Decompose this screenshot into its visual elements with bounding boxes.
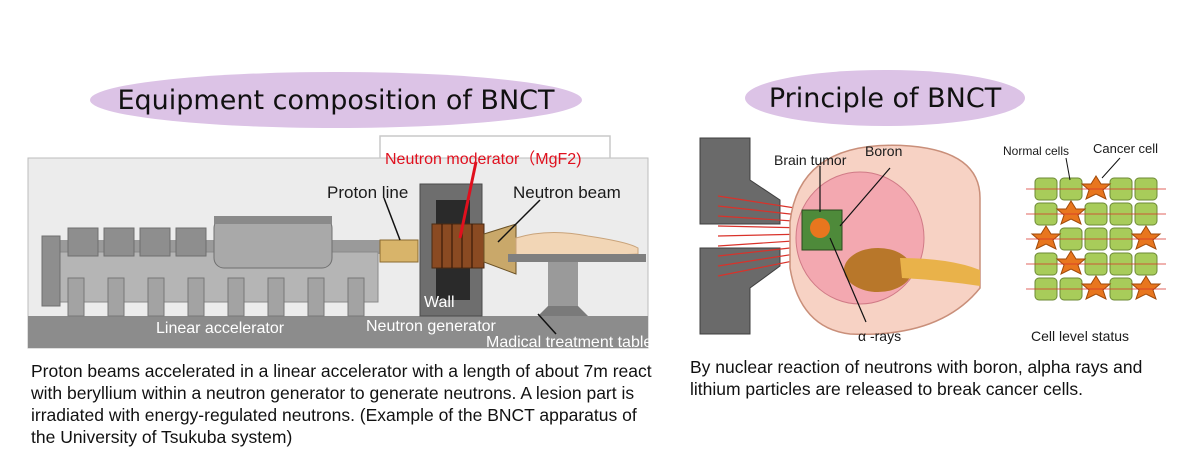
treatment-table-label: Madical treatment table: [486, 334, 653, 351]
equipment-title: Equipment composition of BNCT: [117, 84, 555, 116]
neutron-beam-label: Neutron beam: [513, 183, 621, 202]
proton-line-label: Proton line: [327, 183, 409, 202]
brain-tumor-label: Brain tumor: [774, 152, 847, 168]
alpha-rays-label: α -rays: [858, 328, 902, 344]
cell-level-status-label: Cell level status: [1031, 328, 1130, 344]
equipment-caption: Proton beams accelerated in a linear acc…: [31, 361, 652, 447]
equipment-diagram: [27, 135, 649, 349]
principle-diagram: [699, 137, 1166, 336]
neutron-generator-label: Neutron generator: [366, 318, 496, 335]
linear-accelerator-label: Linear accelerator: [156, 320, 285, 337]
equipment-title-pill: Equipment composition of BNCT: [90, 72, 582, 128]
neutron-moderator-label: Neutron moderator（MgF2): [385, 151, 582, 168]
wall-label: Wall: [424, 294, 455, 311]
cancer-cell-label: Cancer cell: [1093, 141, 1159, 156]
boron-label: Boron: [865, 143, 903, 159]
principle-caption: By nuclear reaction of neutrons with bor…: [690, 357, 1143, 399]
neutron-beam-vertical-label: Neutron beam: [678, 216, 690, 286]
principle-title-pill: Principle of BNCT: [745, 70, 1025, 126]
normal-cells-label: Normal cells: [1003, 144, 1070, 158]
principle-title: Principle of BNCT: [768, 82, 1002, 114]
